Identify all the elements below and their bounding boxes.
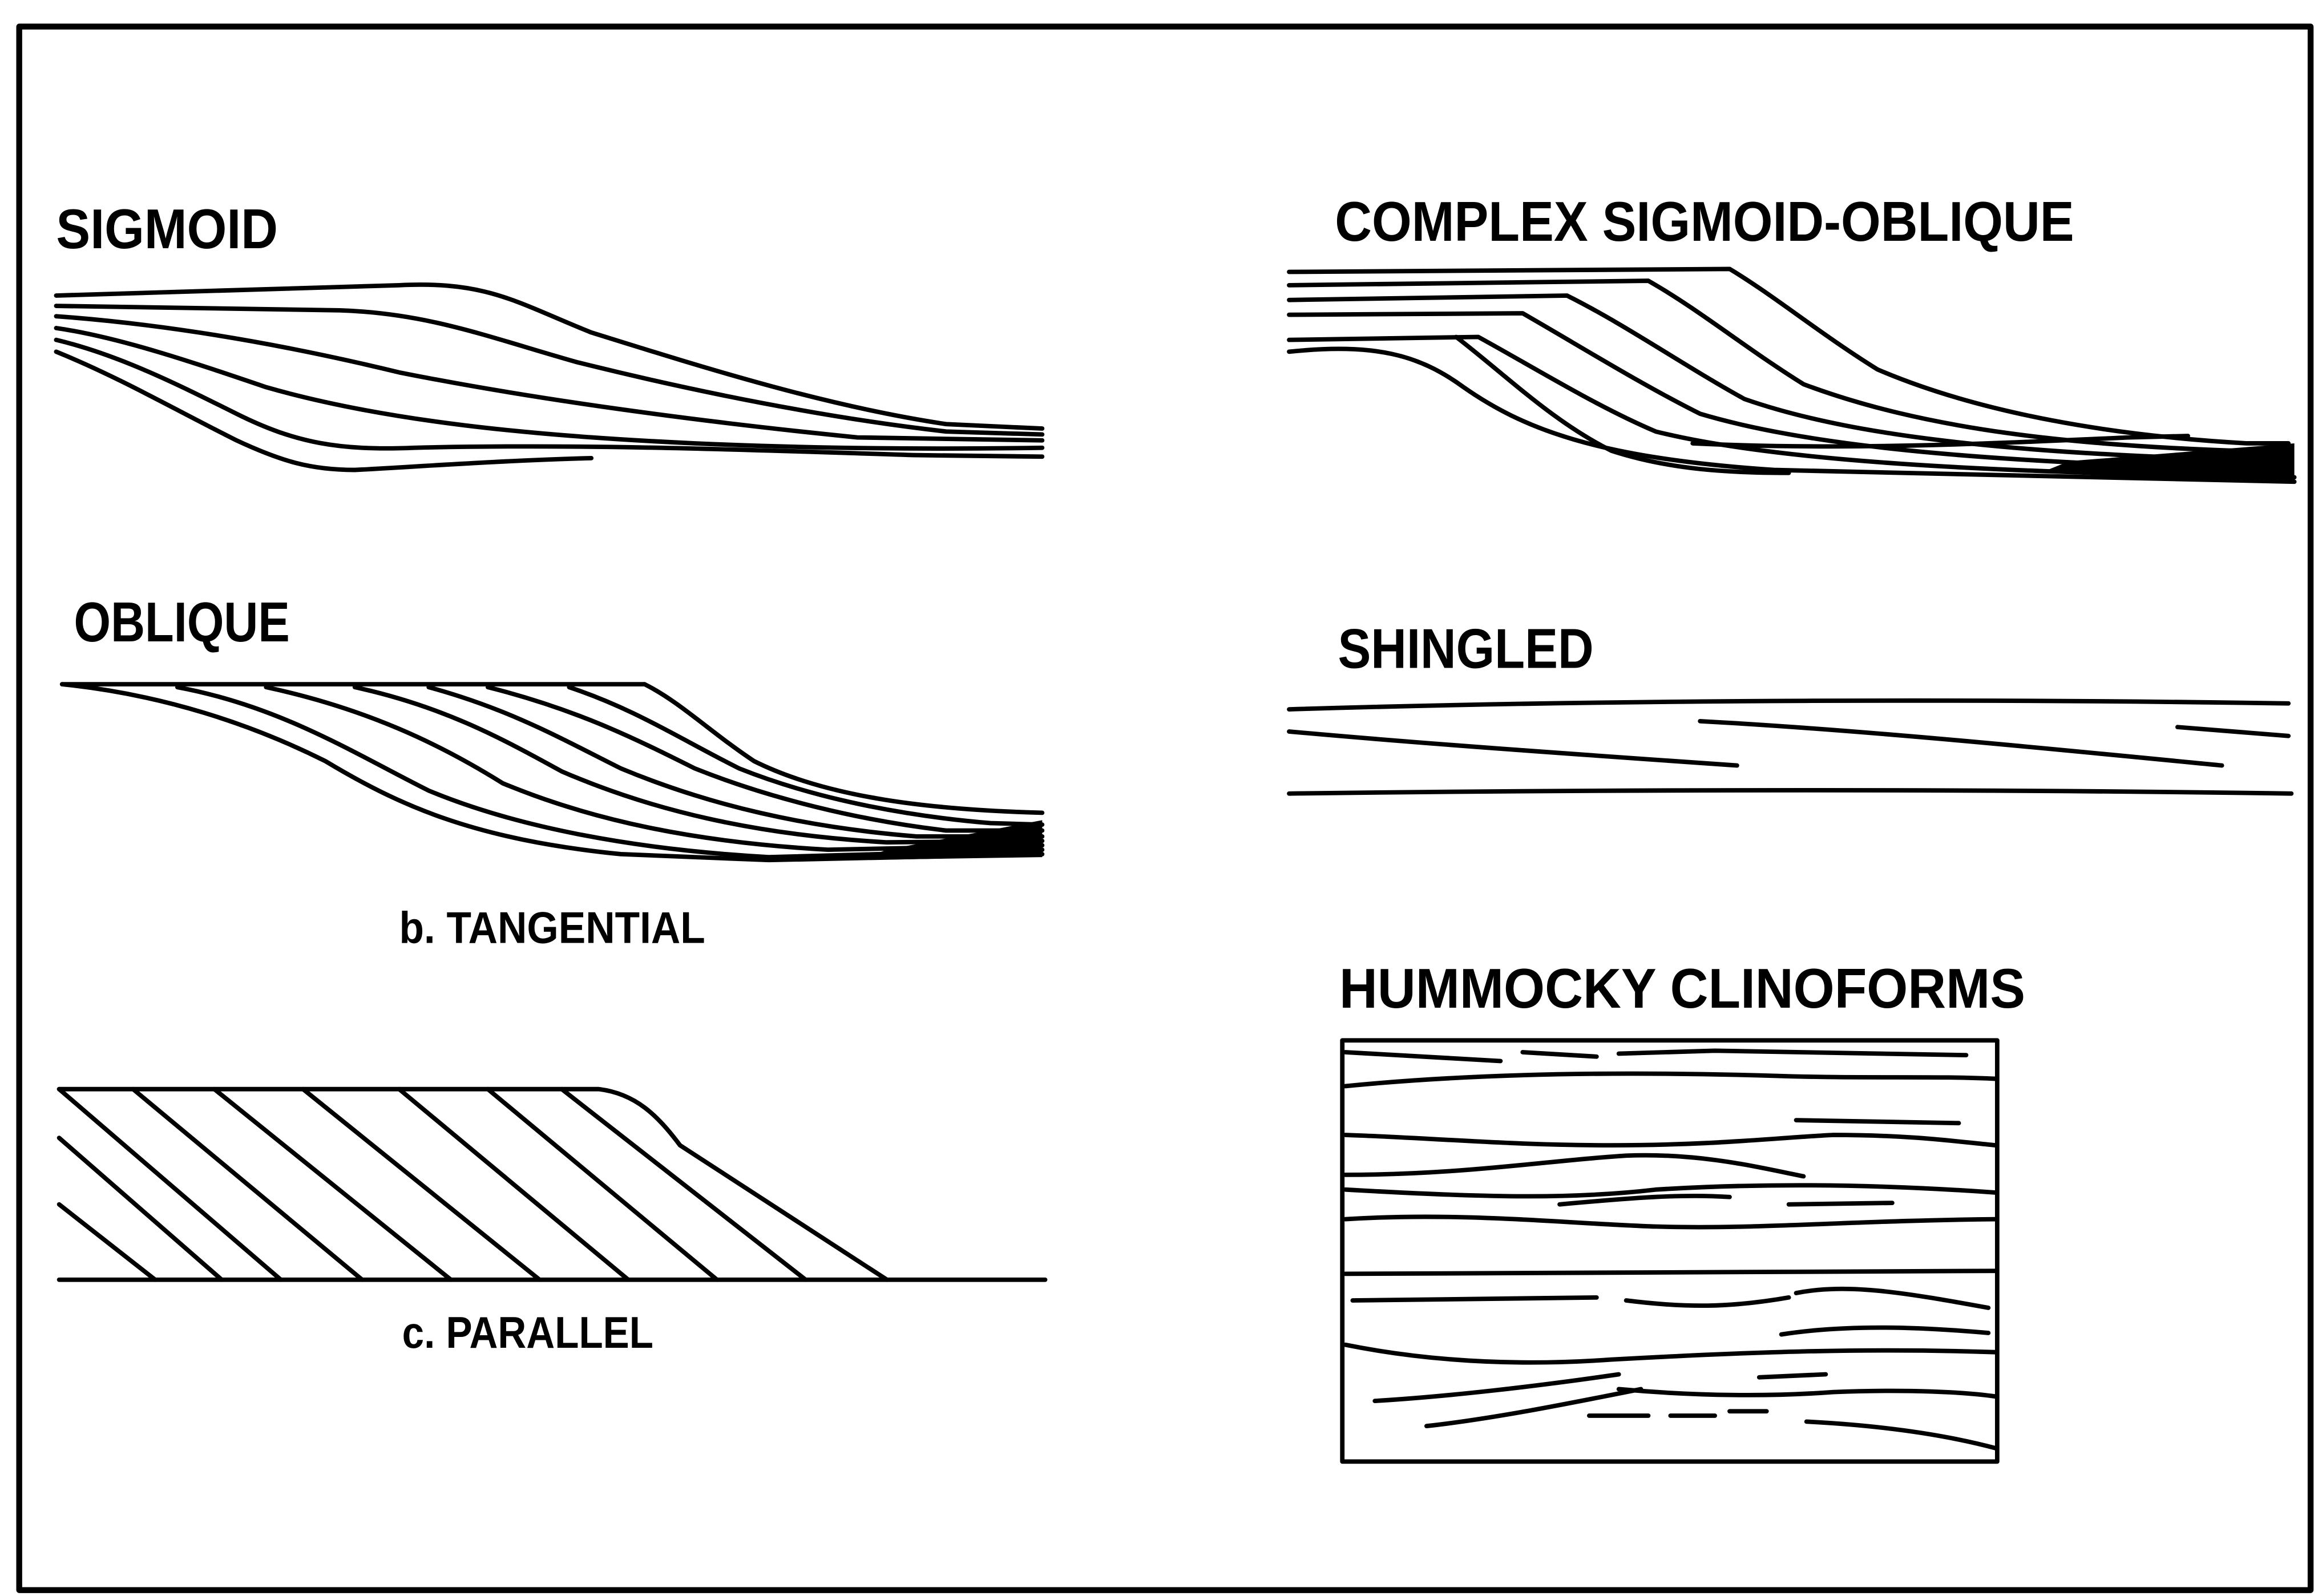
tangential-caption: b. TANGENTIAL: [399, 903, 705, 952]
sigmoid-label: SIGMOID: [56, 197, 278, 260]
oblique-panel: OBLIQUE b. TANGENTIAL: [62, 591, 1043, 952]
parallel-panel: c. PARALLEL: [59, 1089, 1045, 1357]
oblique-reflectors: [62, 684, 1043, 860]
figure-frame: [19, 27, 2311, 1590]
sigmoid-reflectors: [56, 285, 1042, 470]
shingled-reflectors: [1289, 701, 2291, 794]
hummocky-label: HUMMOCKY CLINOFORMS: [1339, 957, 2025, 1020]
complex-label: COMPLEX SIGMOID-OBLIQUE: [1335, 190, 2074, 253]
complex-panel: COMPLEX SIGMOID-OBLIQUE: [1289, 190, 2295, 482]
shingled-panel: SHINGLED: [1289, 617, 2291, 794]
parallel-caption: c. PARALLEL: [402, 1308, 653, 1357]
shingled-label: SHINGLED: [1338, 617, 1593, 680]
sigmoid-panel: SIGMOID: [56, 197, 1042, 470]
hummocky-box: [1342, 1040, 1997, 1461]
hummocky-reflectors: [1345, 1050, 1996, 1448]
oblique-label: OBLIQUE: [74, 591, 290, 653]
complex-reflectors: [1289, 269, 2295, 482]
parallel-reflectors: [59, 1089, 1045, 1280]
hummocky-panel: HUMMOCKY CLINOFORMS: [1339, 957, 2025, 1461]
